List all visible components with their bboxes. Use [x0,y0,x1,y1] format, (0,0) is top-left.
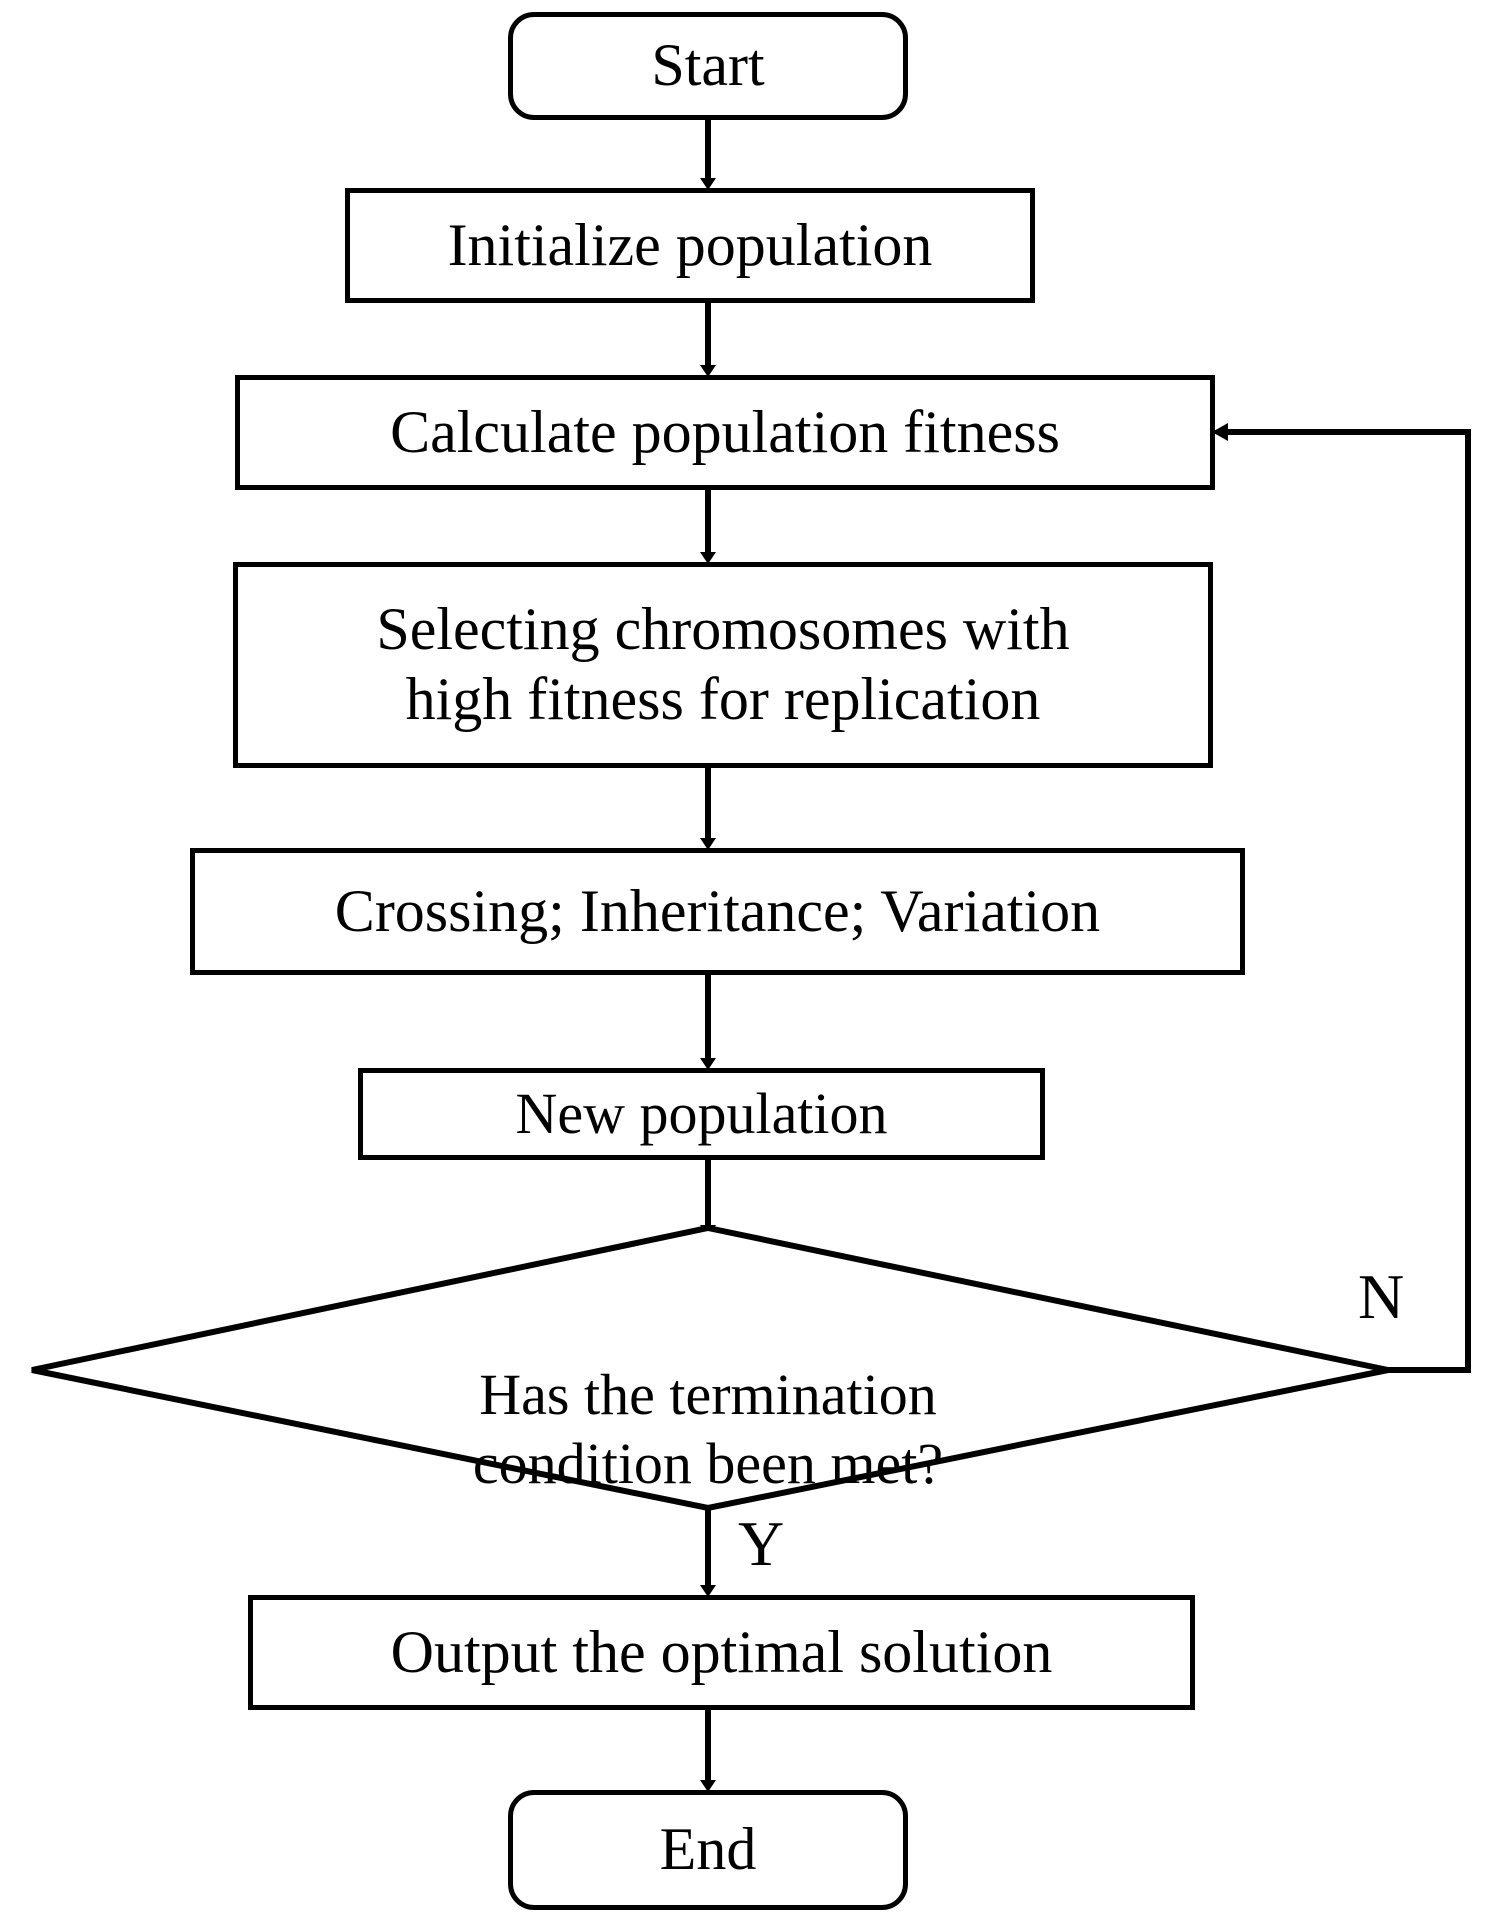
branch-label-no: N [1358,1265,1404,1329]
node-crossing-inheritance-variation-label: Crossing; Inheritance; Variation [334,877,1101,944]
node-calculate-population-fitness-label: Calculate population fitness [390,398,1060,465]
node-selecting-chromosomes[interactable]: Selecting chromosomes with high fitness … [233,562,1213,768]
node-crossing-inheritance-variation[interactable]: Crossing; Inheritance; Variation [190,848,1245,975]
node-decision-label: Has the termination condition been met? [328,1290,1088,1499]
branch-label-yes-text: Y [738,1508,785,1579]
node-end[interactable]: End [508,1790,908,1910]
node-new-population[interactable]: New population [358,1068,1045,1160]
branch-label-yes: Y [738,1512,784,1576]
branch-label-no-text: N [1358,1261,1405,1332]
node-selecting-chromosomes-label: Selecting chromosomes with high fitness … [376,596,1070,732]
node-start-label: Start [651,32,765,99]
node-calculate-population-fitness[interactable]: Calculate population fitness [235,375,1215,490]
node-end-label: End [659,1816,757,1883]
node-output-optimal-solution-label: Output the optimal solution [390,1618,1053,1685]
node-initialize-population-label: Initialize population [447,211,933,278]
node-decision-text: Has the termination condition been met? [472,1361,944,1497]
node-initialize-population[interactable]: Initialize population [345,188,1035,303]
node-start[interactable]: Start [508,12,908,120]
node-new-population-label: New population [515,1081,888,1147]
node-output-optimal-solution[interactable]: Output the optimal solution [248,1595,1195,1710]
edge-decision-calculate-feedback [1228,429,1471,1373]
